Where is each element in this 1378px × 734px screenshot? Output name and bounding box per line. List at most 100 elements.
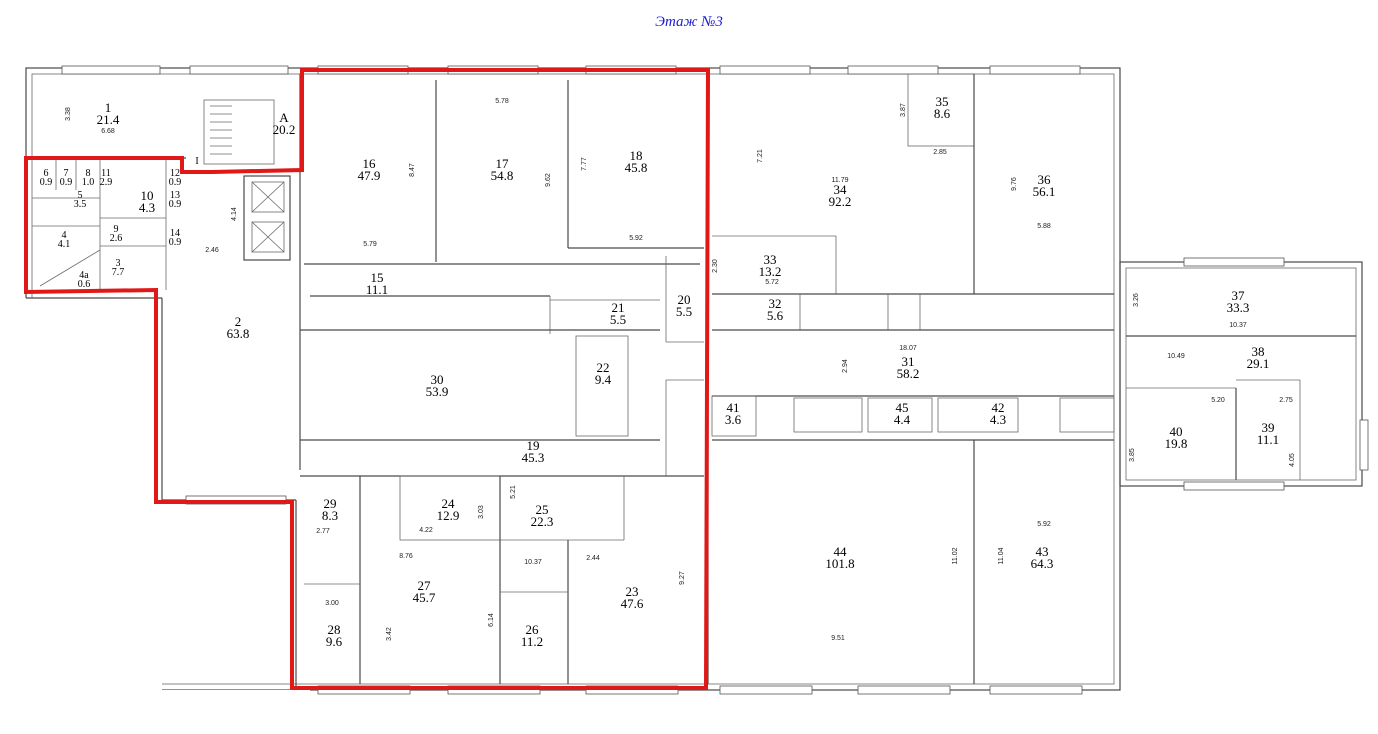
room-area: 12.9 bbox=[437, 508, 460, 523]
room-number: 11 bbox=[101, 168, 111, 179]
room-area: 29.1 bbox=[1247, 356, 1270, 371]
room-number: 8 bbox=[86, 168, 91, 179]
room-label: 140.9 bbox=[169, 228, 182, 248]
dimension-label: 5.20 bbox=[1211, 397, 1225, 404]
room-number: 26 bbox=[526, 622, 540, 637]
dimension-label: 4.14 bbox=[231, 207, 238, 221]
room-area: 5.6 bbox=[767, 308, 784, 323]
room-area: 9.4 bbox=[595, 372, 612, 387]
room-number: 41 bbox=[727, 400, 740, 415]
room-area: 45.8 bbox=[625, 160, 648, 175]
room-label: 121.4 bbox=[97, 100, 120, 127]
room-area: 0.9 bbox=[60, 177, 73, 188]
room-label: I bbox=[195, 156, 198, 167]
room-area: 0.9 bbox=[169, 177, 182, 188]
room-area: 5.5 bbox=[610, 312, 626, 327]
room-label: 92.6 bbox=[110, 224, 123, 244]
floor-title: Этаж №3 bbox=[655, 14, 723, 30]
dimension-label: 3.85 bbox=[1129, 448, 1136, 462]
dimension-label: 6.14 bbox=[488, 613, 495, 627]
room-area: 8.6 bbox=[934, 106, 951, 121]
room-number: 1 bbox=[105, 100, 112, 115]
room-number: 45 bbox=[896, 400, 909, 415]
room-label: 53.5 bbox=[74, 190, 87, 210]
room-number: 37 bbox=[1232, 288, 1246, 303]
dimension-label: 9.76 bbox=[1011, 177, 1018, 191]
room-number: 34 bbox=[834, 182, 848, 197]
room-area: 22.3 bbox=[531, 514, 554, 529]
room-area: 19.8 bbox=[1165, 436, 1188, 451]
dimension-label: 2.75 bbox=[1279, 397, 1293, 404]
room-area: 2.6 bbox=[110, 233, 123, 244]
room-area: 9.6 bbox=[326, 634, 343, 649]
dimension-label: 2.85 bbox=[933, 149, 947, 156]
room-area: 47.6 bbox=[621, 596, 644, 611]
room-number: 16 bbox=[363, 156, 377, 171]
room-area: 64.3 bbox=[1031, 556, 1054, 571]
room-area: 20.2 bbox=[273, 122, 296, 137]
room-area: 11.1 bbox=[366, 282, 388, 297]
room-number: 7 bbox=[64, 168, 69, 179]
room-label: 325.6 bbox=[767, 296, 784, 323]
room-number: 22 bbox=[597, 360, 610, 375]
room-number: 12 bbox=[170, 168, 180, 179]
room-area: 11.1 bbox=[1257, 432, 1279, 447]
dimension-label: 5.92 bbox=[629, 235, 643, 242]
room-number: 42 bbox=[992, 400, 1005, 415]
dimension-label: 5.79 bbox=[363, 241, 377, 248]
room-number: 36 bbox=[1038, 172, 1052, 187]
room-number: 23 bbox=[626, 584, 639, 599]
room-label: 413.6 bbox=[725, 400, 742, 427]
room-label: 205.5 bbox=[676, 292, 692, 319]
dimension-label: 5.88 bbox=[1037, 223, 1051, 230]
room-area: 4.1 bbox=[58, 239, 71, 250]
room-number: 28 bbox=[328, 622, 341, 637]
room-area: 3.6 bbox=[725, 412, 742, 427]
dimension-label: 2.46 bbox=[205, 247, 219, 254]
dimension-label: 3.00 bbox=[325, 600, 339, 607]
room-area: 101.8 bbox=[825, 556, 854, 571]
room-number: 13 bbox=[170, 190, 180, 201]
dimension-labels: 3.386.684.142.468.475.795.789.627.775.92… bbox=[65, 98, 1296, 642]
room-label: 70.9 bbox=[60, 168, 73, 188]
room-number: 40 bbox=[1170, 424, 1183, 439]
room-area: 63.8 bbox=[227, 326, 250, 341]
dimension-label: 6.68 bbox=[101, 128, 115, 135]
room-area: 92.2 bbox=[829, 194, 852, 209]
dimension-label: 4.05 bbox=[1289, 453, 1296, 467]
room-number: I bbox=[195, 156, 198, 167]
room-number: 3 bbox=[116, 258, 121, 269]
room-number: 5 bbox=[78, 190, 83, 201]
room-area: 33.3 bbox=[1227, 300, 1250, 315]
dimension-label: 8.47 bbox=[409, 163, 416, 177]
dimension-label: 10.37 bbox=[1229, 322, 1247, 329]
room-area: 45.7 bbox=[413, 590, 436, 605]
room-number: 18 bbox=[630, 148, 643, 163]
room-number: 39 bbox=[1262, 420, 1275, 435]
dimension-label: 3.87 bbox=[900, 103, 907, 117]
walls-outline bbox=[20, 67, 1363, 720]
room-number: 20 bbox=[678, 292, 691, 307]
room-area: 5.5 bbox=[676, 304, 692, 319]
dimension-label: 3.03 bbox=[478, 505, 485, 519]
room-number: 6 bbox=[44, 168, 49, 179]
room-area: 0.9 bbox=[169, 199, 182, 210]
room-label: 130.9 bbox=[169, 190, 182, 210]
dimension-label: 11.04 bbox=[998, 547, 1005, 564]
room-area: 56.1 bbox=[1033, 184, 1056, 199]
room-area: 4.3 bbox=[139, 200, 155, 215]
dimension-label: 3.42 bbox=[386, 627, 393, 641]
